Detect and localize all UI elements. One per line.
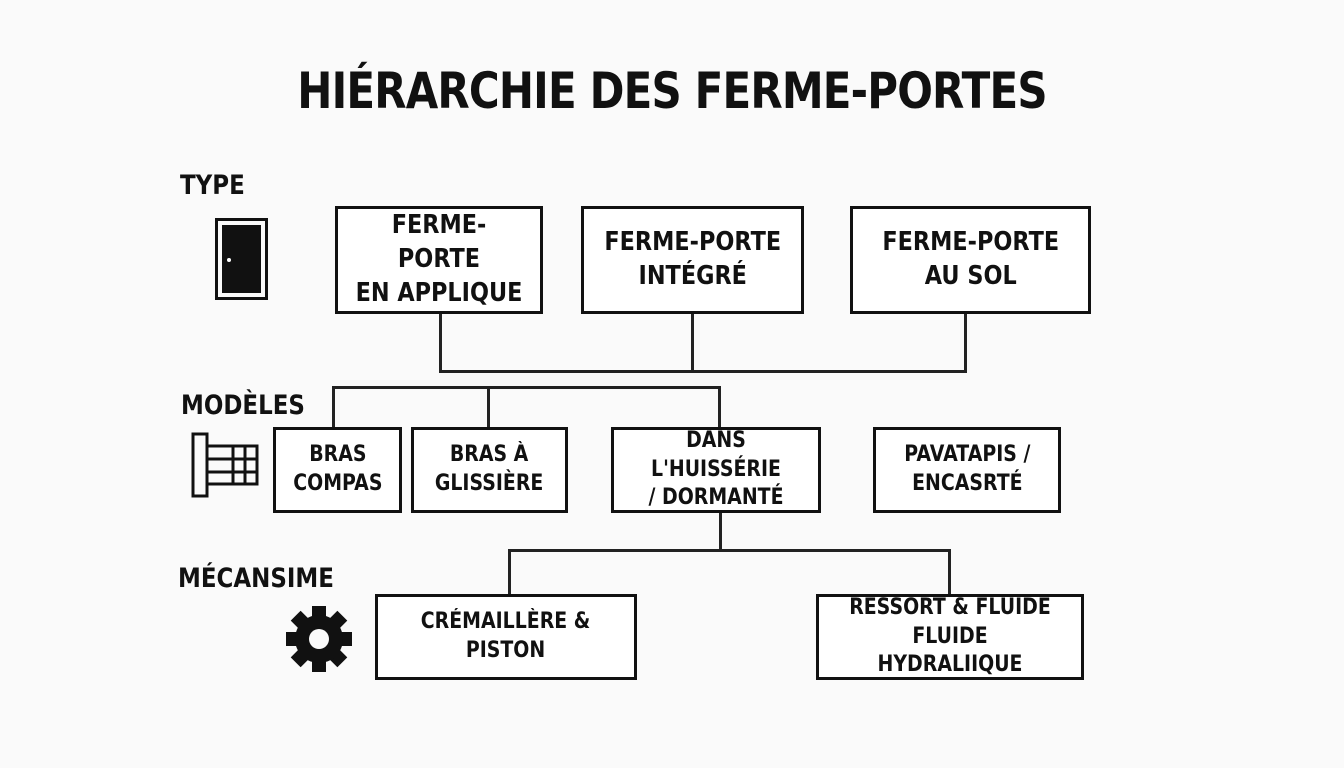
model-box-label: BRAS COMPAS [292, 442, 383, 496]
connector [332, 386, 721, 389]
connector [332, 386, 335, 429]
door-icon [215, 218, 268, 300]
type-box-label: FERME-PORTE INTÉGRÉ [604, 227, 781, 291]
connector [718, 386, 721, 429]
connector [439, 370, 967, 373]
connector [964, 313, 967, 372]
model-box-scissor-arm: BRAS COMPAS [273, 427, 402, 513]
connector [508, 549, 511, 596]
section-label-mechanism: MÉCANSIME [178, 563, 334, 594]
connector [487, 386, 490, 429]
connector [439, 313, 442, 372]
door-closer-icon [191, 432, 259, 498]
mechanism-box-label: CRÉMAILLÈRE & PISTON [421, 609, 591, 663]
page-title: HIÉRARCHIE DES FERME-PORTES [297, 62, 1047, 120]
mechanism-box-rack-piston: CRÉMAILLÈRE & PISTON [375, 594, 637, 680]
section-label-type: TYPE [180, 170, 245, 201]
gear-icon [286, 606, 352, 672]
connector [691, 313, 694, 372]
mechanism-box-label: RESSORT & FLUIDE FLUIDE HYDRALIIQUE [849, 595, 1051, 678]
connector [508, 549, 951, 552]
mechanism-box-spring-fluid: RESSORT & FLUIDE FLUIDE HYDRALIIQUE [816, 594, 1084, 680]
model-box-frame: DANS L'HUISSÉRIE / DORMANTÉ [611, 427, 821, 513]
model-box-label: BRAS À GLISSIÈRE [435, 442, 544, 496]
model-box-recessed: PAVATAPIS / ENCASRTÉ [873, 427, 1061, 513]
type-box-label: FERME-PORTE EN APPLIQUE [355, 210, 523, 308]
type-box-label: FERME-PORTE AU SOL [882, 227, 1059, 291]
type-box-surface-mounted: FERME-PORTE EN APPLIQUE [335, 206, 543, 314]
model-box-label: DANS L'HUISSÉRIE / DORMANTÉ [648, 428, 784, 511]
type-box-integrated: FERME-PORTE INTÉGRÉ [581, 206, 804, 314]
section-label-models: MODÈLES [181, 390, 305, 421]
type-box-floor: FERME-PORTE AU SOL [850, 206, 1091, 314]
model-box-slide-arm: BRAS À GLISSIÈRE [411, 427, 568, 513]
connector [948, 549, 951, 596]
model-box-label: PAVATAPIS / ENCASRTÉ [903, 442, 1031, 496]
connector [719, 511, 722, 551]
